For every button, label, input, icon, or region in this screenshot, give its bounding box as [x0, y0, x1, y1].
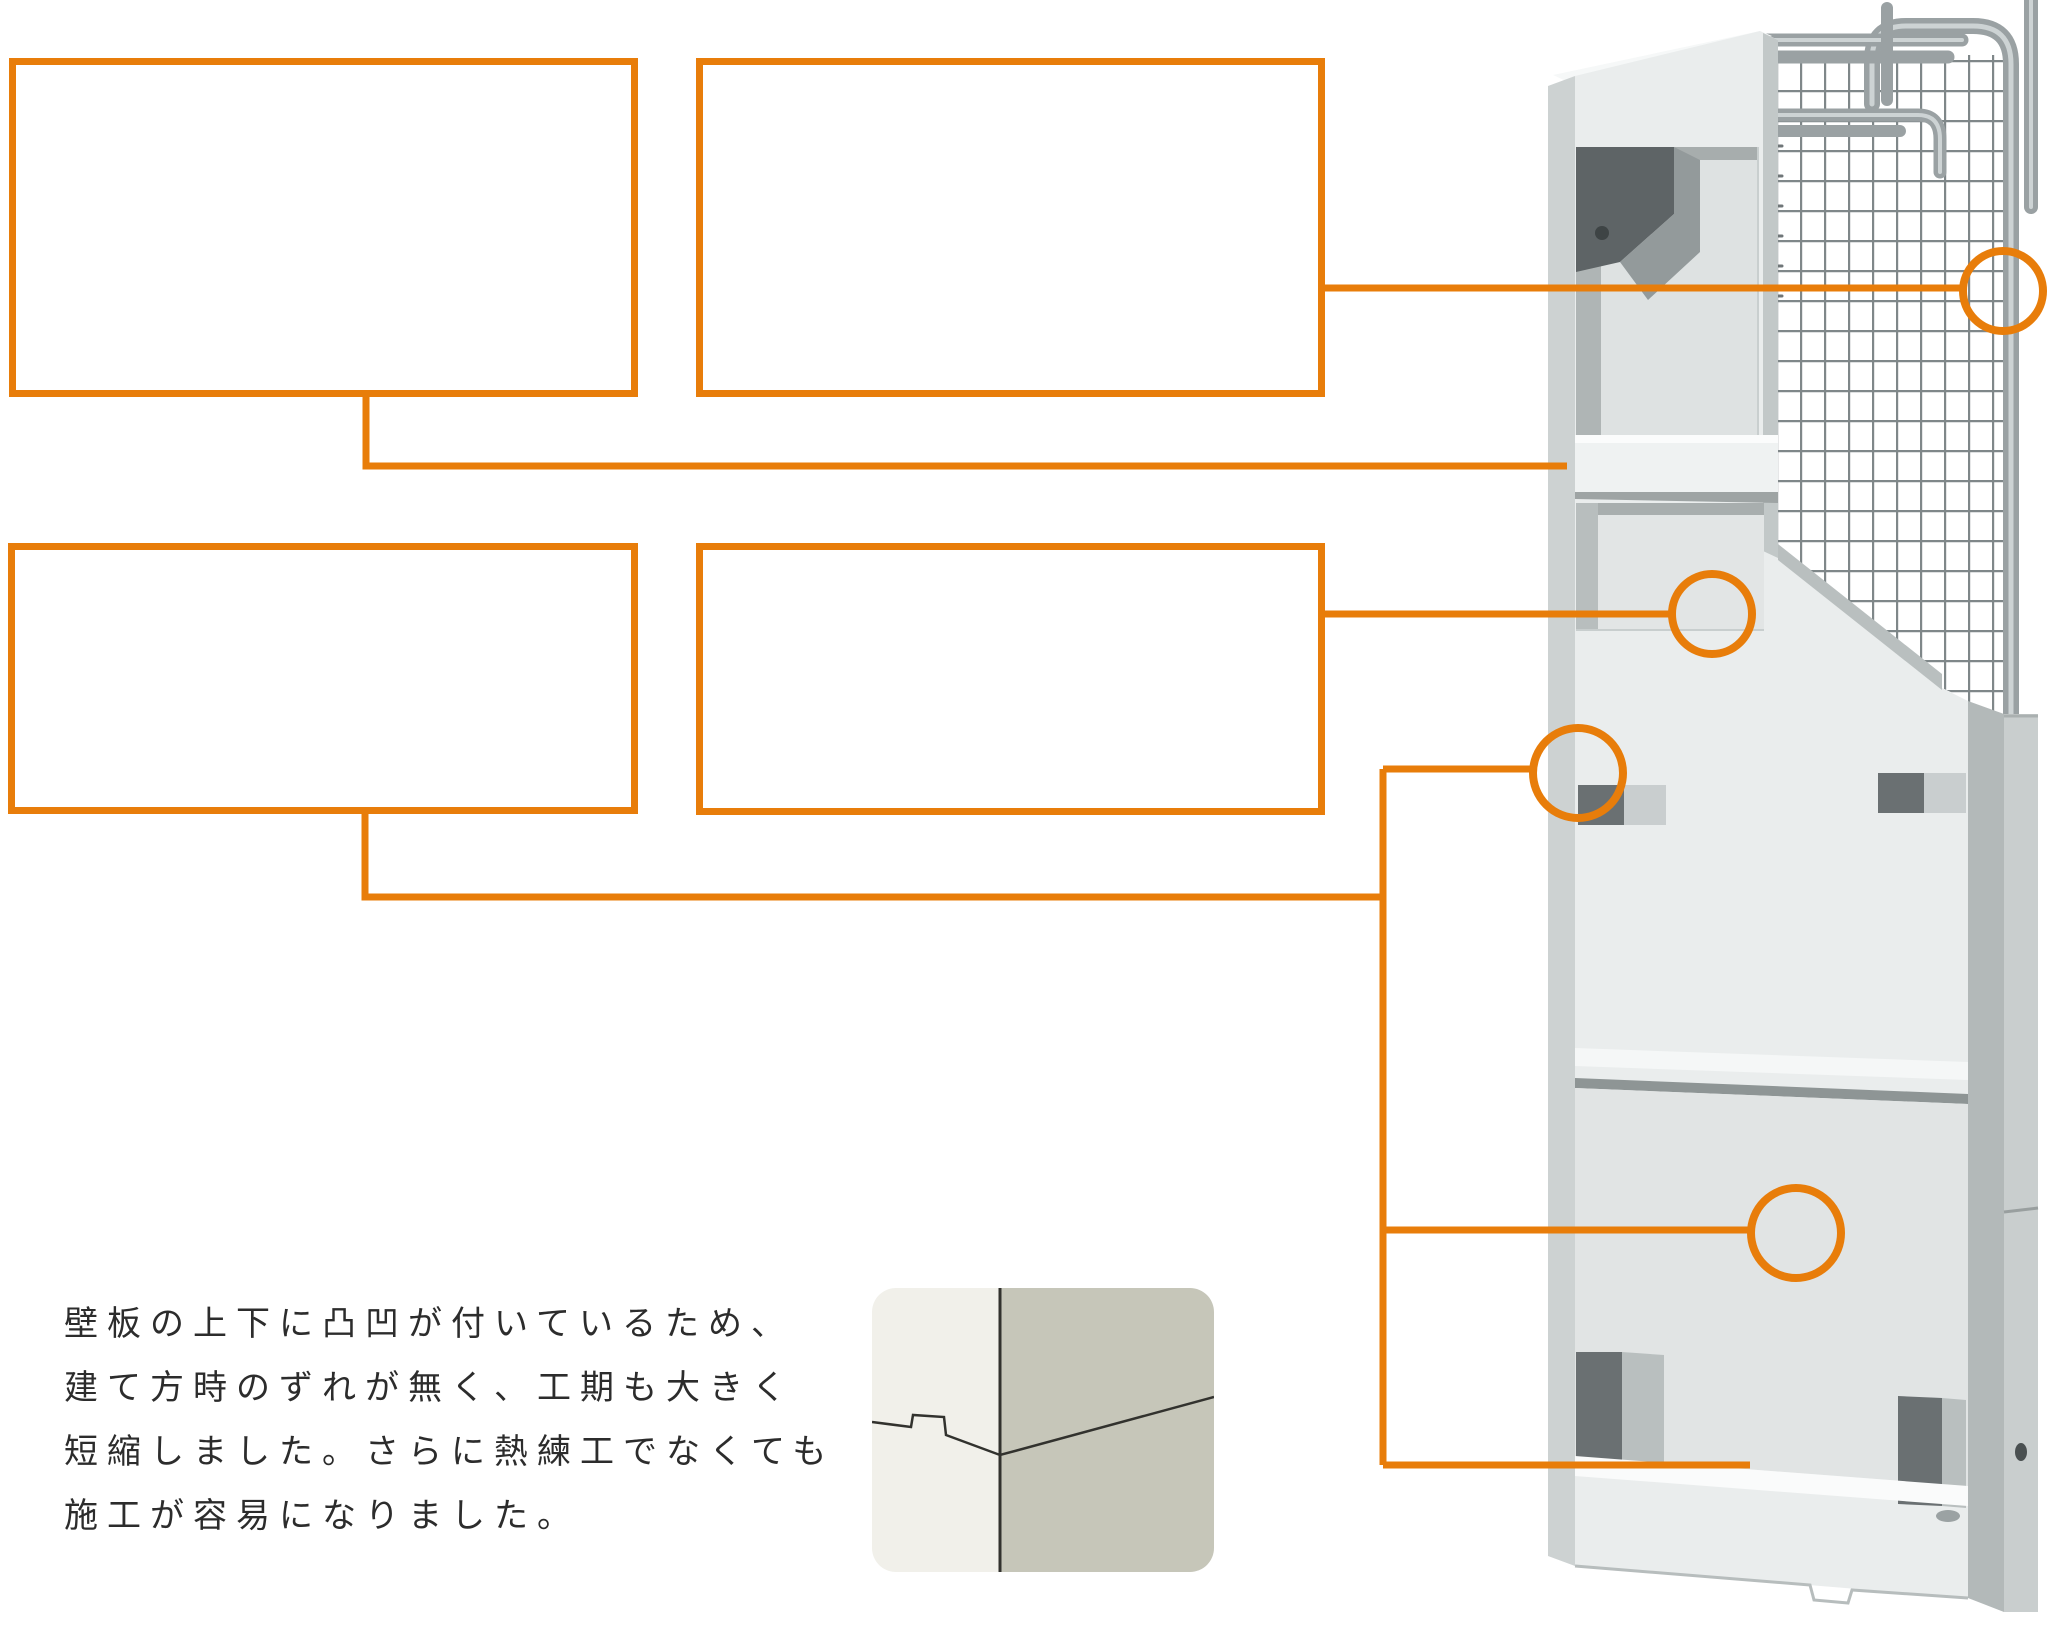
inset-joint-lines [872, 1288, 1214, 1572]
wire-mesh [1778, 55, 2005, 845]
callout-box-top-left [9, 58, 638, 397]
panel-bottom-rib [1575, 1048, 1968, 1080]
anchor-pocket-right [1898, 1396, 1966, 1522]
edge-notch-right [1878, 773, 1966, 813]
joint-detail-inset [872, 1288, 1214, 1572]
panel-bottom-edge [1574, 1564, 1969, 1605]
callout-box-mid-right [696, 543, 1325, 815]
inset-right-panel-face [1000, 1288, 1214, 1572]
recess-corner-pocket [1576, 147, 1674, 272]
highlight-circle-lower [1747, 1184, 1845, 1282]
panel-right-side-face [1968, 701, 2004, 1612]
description-text: 壁板の上下に凸凹が付いているため、 建て方時のずれが無く、工期も大きく 短縮しま… [64, 1292, 864, 1548]
end-cap-hole [2015, 1443, 2027, 1461]
description-line-3: 短縮しました。さらに熱練工でなくても [64, 1433, 836, 1471]
panel-right-edge-band [1763, 33, 1778, 558]
inset-tongue-groove-joint [872, 1395, 1214, 1457]
bottom-recess [1575, 1088, 1968, 1486]
callout-box-mid-left [8, 543, 638, 814]
panel-mid-rib [1575, 435, 1778, 503]
bottom-rib-seam [1575, 1078, 1968, 1104]
panel-left-side [1548, 76, 1575, 1566]
description-line-4: 施工が容易になりました。 [64, 1497, 580, 1535]
inset-left-panel-face [872, 1288, 1000, 1572]
lower-recess [1576, 503, 1764, 631]
end-cap-seam [2003, 1206, 2039, 1214]
description-line-2: 建て方時のずれが無く、工期も大きく [64, 1369, 795, 1407]
highlight-circle-notch [1529, 724, 1627, 822]
highlight-circle-rebar [1959, 247, 2047, 335]
callout-box-top-right [696, 58, 1325, 397]
callout-connectors [361, 247, 2047, 1469]
concrete-panel [1548, 31, 2039, 1612]
panel-slope-band [1778, 544, 1942, 690]
leader-mid-left [361, 813, 1383, 901]
description-line-1: 壁板の上下に凸凹が付いているため、 [64, 1305, 794, 1343]
recess-hole [1595, 226, 1609, 240]
highlight-circle-surface [1668, 570, 1756, 658]
leader-top-left [362, 397, 1567, 470]
panel-end-cap [2004, 714, 2038, 1612]
